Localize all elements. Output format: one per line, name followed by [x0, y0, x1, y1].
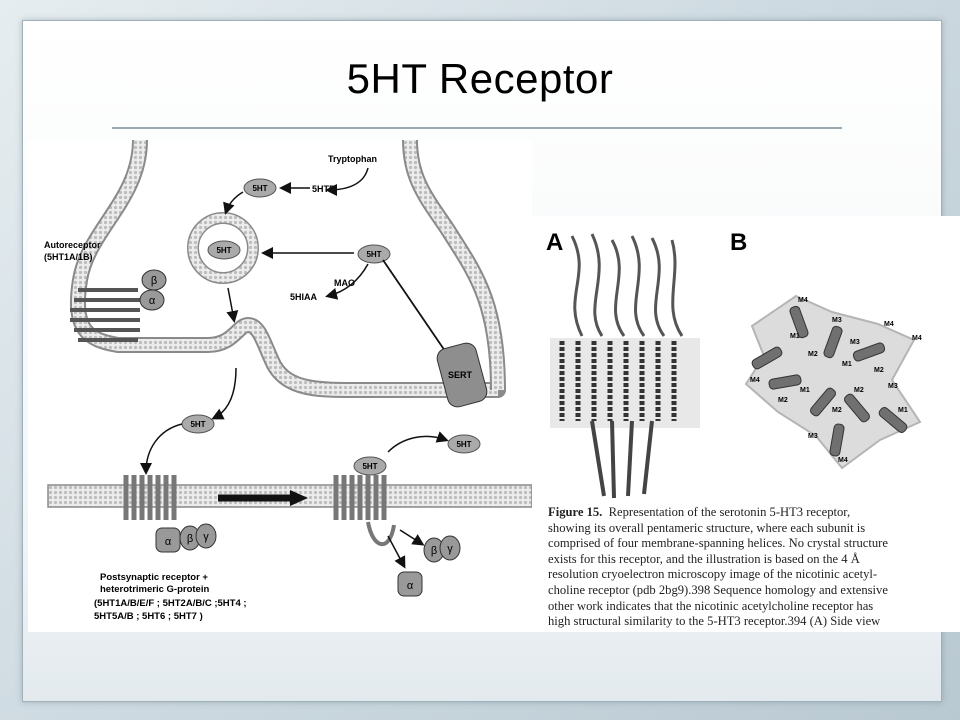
- 5ht-molecule-bound: 5HT: [353, 456, 387, 476]
- top-view-structure: [744, 294, 922, 470]
- postsynaptic-caption-line-3: (5HT1A/B/E/F ; 5HT2A/B/C ;5HT4 ;: [94, 598, 247, 609]
- caption-line-3: comprised of four membrane-spanning heli…: [548, 536, 888, 551]
- arrow-to-reuptake: [387, 431, 449, 453]
- svg-text:5HT: 5HT: [362, 462, 377, 471]
- helix-label: M3: [850, 339, 860, 346]
- caption-line-4: exists for this receptor, and the illust…: [548, 551, 860, 566]
- autoreceptor-label: Autoreceptor: [44, 240, 101, 250]
- helix-label: M1: [842, 361, 852, 368]
- caption-line-5: resolution cryoelectron microscopy image…: [548, 567, 878, 582]
- arrow-5ht-vesicle: [223, 191, 244, 215]
- caption-line-6: choline receptor (pdb 2bg9).398 Sequence…: [548, 582, 888, 597]
- arrow-release: [226, 287, 239, 323]
- autoreceptor: β α: [70, 269, 167, 342]
- synapse-diagram: 5HT 5HT 5HT 5HT 5HT 5HT Tryptophan 5HTP …: [44, 132, 533, 622]
- svg-text:β: β: [431, 545, 437, 557]
- postsynaptic-receptor-right: β γ α: [333, 475, 461, 597]
- postsynaptic-caption-line-1: Postsynaptic receptor +: [100, 572, 208, 583]
- helix-label: M1: [790, 333, 800, 340]
- arrow-tryptophan-5htp: [325, 167, 369, 196]
- svg-text:α: α: [149, 295, 156, 307]
- arrow-mao: [325, 263, 369, 300]
- side-view-structure: [550, 233, 700, 499]
- helix-label: M3: [808, 433, 818, 440]
- panel-b-label: B: [730, 229, 747, 256]
- sert-transporter: SERT: [436, 342, 488, 408]
- panel-a-label: A: [546, 229, 563, 256]
- synapse-figure: 5HT 5HT 5HT 5HT 5HT 5HT Tryptophan 5HTP …: [28, 132, 533, 632]
- autoreceptor-subtype-label: (5HT1A/1B): [44, 252, 93, 262]
- helix-label: M1: [898, 407, 908, 414]
- helix-label: M2: [832, 407, 842, 414]
- helix-label: M4: [798, 297, 808, 304]
- helix-label: M4: [838, 457, 848, 464]
- postsynaptic-receptor-left: α β γ: [123, 475, 217, 553]
- mao-label: MAO: [334, 278, 355, 288]
- 5ht-molecule-vesicle: 5HT: [207, 240, 241, 260]
- tryptophan-label: Tryptophan: [328, 154, 377, 164]
- 5ht-molecule-reuptake: 5HT: [447, 434, 481, 454]
- svg-text:5HT: 5HT: [216, 246, 231, 255]
- presynaptic-membrane: [70, 132, 506, 398]
- helix-label: M2: [808, 351, 818, 358]
- 5ht-molecule-cleft: 5HT: [181, 414, 215, 434]
- caption-line-7: other work indicates that the nicotinic …: [548, 598, 874, 613]
- helix-label: M3: [888, 383, 898, 390]
- helix-label: M4: [884, 321, 894, 328]
- svg-text:γ: γ: [447, 543, 453, 555]
- 5ht-molecule-top: 5HT: [243, 178, 277, 198]
- svg-text:5HT: 5HT: [190, 420, 205, 429]
- caption-line-1: Figure 15. Representation of the seroton…: [548, 505, 851, 519]
- svg-text:α: α: [165, 536, 172, 548]
- slide-title: 5HT Receptor: [346, 55, 614, 102]
- svg-text:α: α: [407, 580, 414, 592]
- helix-label: M2: [854, 387, 864, 394]
- postsynaptic-caption-line-4: 5HT5A/B ; 5HT6 ; 5HT7 ): [94, 611, 203, 622]
- svg-text:5HT: 5HT: [456, 440, 471, 449]
- 5ht-molecule-cytosol: 5HT: [357, 244, 391, 264]
- svg-text:5HT: 5HT: [366, 250, 381, 259]
- svg-text:5HT: 5HT: [252, 184, 267, 193]
- helix-label: M4: [750, 377, 760, 384]
- caption-line-2: showing its overall pentameric structure…: [548, 520, 866, 535]
- helix-label: M2: [778, 397, 788, 404]
- helix-label: M4: [912, 335, 922, 342]
- caption-line-8: high structural similarity to the 5-HT3 …: [548, 614, 881, 629]
- 5htp-label: 5HTP: [312, 184, 335, 194]
- receptor-structure-diagram: A B: [546, 229, 922, 499]
- 5hiaa-label: 5HIAA: [290, 292, 318, 302]
- arrow-cleft: [211, 367, 237, 420]
- title-divider: [112, 127, 842, 129]
- helix-label: M1: [800, 387, 810, 394]
- arrow-to-receptor: [140, 423, 183, 475]
- svg-text:β: β: [187, 533, 193, 545]
- helix-label: M2: [874, 367, 884, 374]
- postsynaptic-caption-line-2: heterotrimeric G-protein: [100, 584, 209, 595]
- svg-text:γ: γ: [203, 531, 209, 543]
- caption-figure-number: Figure 15.: [548, 505, 603, 519]
- svg-text:β: β: [151, 275, 157, 287]
- helix-label: M3: [832, 317, 842, 324]
- figure-caption: Figure 15. Representation of the seroton…: [548, 505, 940, 630]
- activation-arrow-head: [290, 490, 308, 506]
- svg-text:SERT: SERT: [448, 370, 473, 380]
